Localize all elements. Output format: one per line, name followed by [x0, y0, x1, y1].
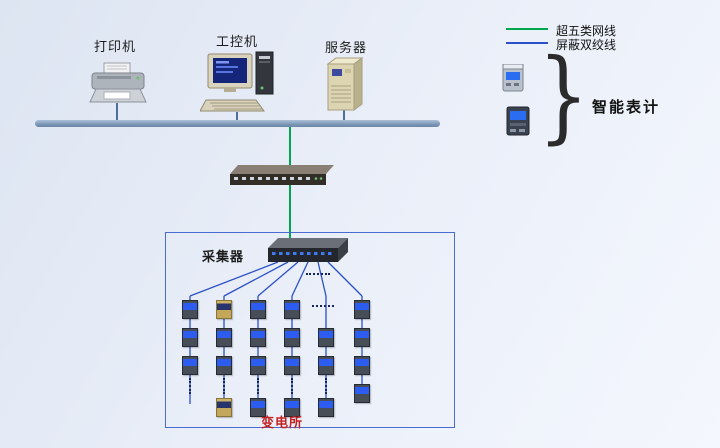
- server-icon: [326, 57, 364, 111]
- substation-box: [165, 232, 455, 428]
- meter-icon: [250, 328, 266, 347]
- collector-icon: [268, 238, 348, 262]
- meter-icon: [354, 356, 370, 375]
- meter-icon: [250, 300, 266, 319]
- meter-icon: [284, 398, 300, 417]
- meter-icon: [284, 356, 300, 375]
- collector-label: 采集器: [202, 249, 245, 264]
- ellipsis-vertical: [291, 378, 293, 394]
- ellipsis-horizontal: [312, 305, 334, 307]
- smart-meter-icon: [502, 64, 524, 92]
- meter-icon: [216, 300, 232, 319]
- meter-icon: [250, 356, 266, 375]
- printer-icon: [89, 62, 147, 103]
- ellipsis-vertical: [257, 378, 259, 394]
- industrial-pc-icon: [200, 51, 274, 112]
- industrial-pc-label: 工控机: [216, 34, 259, 49]
- meter-icon: [182, 356, 198, 375]
- ellipsis-vertical: [189, 378, 191, 394]
- ellipsis-horizontal: [306, 273, 330, 275]
- meter-icon: [182, 328, 198, 347]
- network-switch-icon: [230, 165, 334, 185]
- meter-icon: [354, 384, 370, 403]
- meter-icon: [216, 398, 232, 417]
- printer-label: 打印机: [94, 39, 137, 54]
- substation-name-label: 变电所: [261, 415, 304, 430]
- smart-meter-group-label: 智能表计: [592, 99, 661, 116]
- ellipsis-vertical: [325, 378, 327, 394]
- smart-meter-dark-icon: [506, 106, 530, 136]
- meter-icon: [216, 356, 232, 375]
- meter-icon: [284, 328, 300, 347]
- ellipsis-vertical: [223, 378, 225, 394]
- network-bus: [35, 120, 440, 127]
- legend-cat5-label: 超五类网线: [556, 24, 617, 38]
- server-label: 服务器: [325, 40, 368, 55]
- legend-cat5-line: [506, 28, 548, 30]
- meter-icon: [318, 356, 334, 375]
- meter-icon: [354, 300, 370, 319]
- meter-icon: [250, 398, 266, 417]
- meter-icon: [284, 300, 300, 319]
- brace-glyph: }: [538, 37, 589, 154]
- meter-icon: [318, 398, 334, 417]
- legend-stp-line: [506, 42, 548, 44]
- meter-icon: [354, 328, 370, 347]
- meter-icon: [216, 328, 232, 347]
- meter-icon: [182, 300, 198, 319]
- legend-stp-label: 屏蔽双绞线: [556, 38, 617, 52]
- meter-icon: [318, 328, 334, 347]
